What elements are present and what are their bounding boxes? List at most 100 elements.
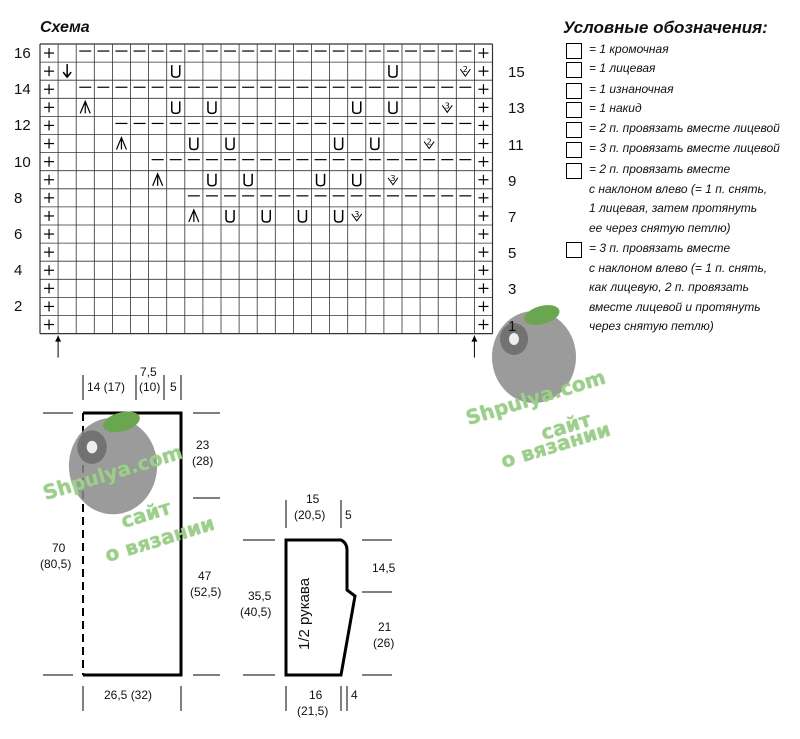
body-dim-28: (28) — [192, 454, 214, 468]
row-number-left: 10 — [14, 153, 31, 171]
yarn-over-mark — [370, 137, 380, 151]
yarn-over-mark — [352, 173, 362, 187]
spool-watermark — [509, 333, 519, 345]
body-dim-10: (10) — [139, 380, 161, 394]
legend-text: = 2 п. провязать вместе — [589, 162, 731, 176]
yarn-over-mark — [297, 209, 308, 223]
yarn-over-mark — [171, 65, 181, 78]
sleeve-dim-21-5: (21,5) — [297, 704, 329, 718]
row-number-left: 2 — [14, 298, 23, 316]
ssk-mark — [62, 64, 72, 79]
tog-mark-number: 2 — [463, 65, 468, 74]
yarn-over-mark — [352, 101, 362, 115]
ssk-icon — [566, 163, 582, 179]
sleeve-dim-35-5: 35,5 — [248, 589, 272, 603]
sleeve-outline — [284, 538, 357, 677]
spool-watermark — [86, 440, 98, 454]
body-dim-5: 5 — [170, 380, 177, 394]
yarn-over-mark — [189, 137, 199, 151]
yarn-over-mark — [333, 137, 344, 151]
yarn-over-mark — [333, 209, 344, 223]
tog-mark-number: 3 — [354, 210, 359, 219]
sleeve-dim-20-5: (20,5) — [294, 508, 326, 522]
repeat-marker-left-arrow — [55, 335, 62, 342]
yarn-over-mark — [225, 137, 235, 151]
tog-mark — [387, 177, 399, 186]
row-number-right: 11 — [508, 136, 524, 154]
schema-title: Схема — [40, 19, 90, 36]
legend-text: = 1 кромочная — [589, 42, 669, 56]
row-number-right: 7 — [508, 208, 517, 226]
body-dim-14: 14 (17) — [87, 380, 126, 394]
body-dim-23: 23 — [196, 438, 210, 452]
legend-text: = 1 лицевая — [589, 61, 656, 75]
yarn-over-mark — [225, 209, 235, 223]
legend-text: = 2 п. провязать вместе лицевой — [589, 121, 780, 135]
sk2p-mark — [79, 99, 91, 114]
row-number-left: 12 — [14, 117, 31, 135]
sleeve-dim-16: 16 — [309, 688, 323, 702]
legend-text: с наклоном влево (= 1 п. снять, — [589, 181, 768, 196]
legend-text: = 3 п. провязать вместе лицевой — [589, 141, 780, 155]
legend-text: через снятую петлю) — [589, 319, 714, 333]
k3tog-icon — [566, 142, 582, 158]
sleeve-dim-5: 5 — [345, 508, 352, 522]
yarn-over-mark — [388, 65, 398, 78]
sk2p-icon — [566, 242, 582, 258]
yarn-over-mark — [207, 173, 217, 187]
legend-text: = 3 п. провязать вместе — [589, 241, 731, 255]
legend-text: вместе лицевой и протянуть — [589, 299, 761, 314]
sleeve-dim-15: 15 — [306, 492, 320, 506]
sleeve-dim-40-5: (40,5) — [240, 605, 272, 619]
legend-text: как лицевую, 2 п. провязать — [589, 280, 749, 294]
sleeve-dim-26: (26) — [373, 636, 395, 650]
body-dim-7-5: 7,5 — [140, 365, 157, 379]
purl-stitch-icon — [566, 83, 582, 99]
k2tog-icon — [566, 122, 582, 138]
body-dim-80-5: (80,5) — [40, 557, 72, 571]
legend-text: = 1 изнаночная — [589, 82, 674, 96]
tog-mark — [441, 105, 453, 114]
legend-text: = 1 накид — [589, 101, 642, 115]
spool-leaf — [524, 305, 560, 325]
yarn-over-mark — [261, 209, 271, 223]
knit-stitch-icon — [566, 62, 582, 78]
legend-text: ее через снятую петлю) — [589, 220, 731, 235]
row-number-left: 16 — [14, 45, 31, 62]
legend-text: с наклоном влево (= 1 п. снять, — [589, 260, 768, 275]
spool-leaf — [102, 411, 140, 433]
sleeve-label: 1/2 рукава — [296, 577, 313, 650]
row-number-left: 6 — [14, 226, 23, 243]
row-number-right: 15 — [508, 64, 525, 82]
sleeve-dim-14-5: 14,5 — [372, 561, 396, 575]
yarn-over-mark — [388, 101, 398, 115]
tog-mark-number: 3 — [445, 101, 450, 110]
yarn-over-mark — [171, 101, 181, 115]
row-number-left: 4 — [14, 262, 23, 280]
repeat-marker-right-arrow — [471, 335, 478, 342]
tog-mark-number: 3 — [390, 174, 395, 183]
row-number-left: 14 — [14, 81, 31, 99]
sk2p-mark — [188, 208, 200, 223]
tog-mark — [351, 213, 363, 222]
body-dim-70: 70 — [52, 541, 66, 555]
row-number-right: 1 — [508, 317, 517, 335]
body-dim-52-5: (52,5) — [190, 585, 222, 599]
yarn-over-mark — [243, 173, 253, 187]
body-dim-bottom: 26,5 (32) — [104, 688, 153, 702]
legend-title: Условные обозначения: — [563, 18, 768, 37]
legend-text: 1 лицевая, затем протянуть — [589, 201, 758, 215]
row-number-right: 9 — [508, 172, 517, 190]
row-number-left: 8 — [14, 189, 23, 207]
yarn-over-mark — [315, 173, 326, 187]
body-dim-47: 47 — [198, 569, 212, 583]
yarn-over-mark — [207, 101, 217, 115]
tog-mark — [423, 141, 435, 150]
sk2p-mark — [152, 172, 164, 186]
sleeve-dim-4: 4 — [351, 688, 358, 702]
row-number-right: 5 — [508, 245, 517, 263]
tog-mark — [459, 68, 471, 78]
sleeve-dim-21: 21 — [378, 620, 392, 634]
sk2p-mark — [115, 135, 128, 150]
